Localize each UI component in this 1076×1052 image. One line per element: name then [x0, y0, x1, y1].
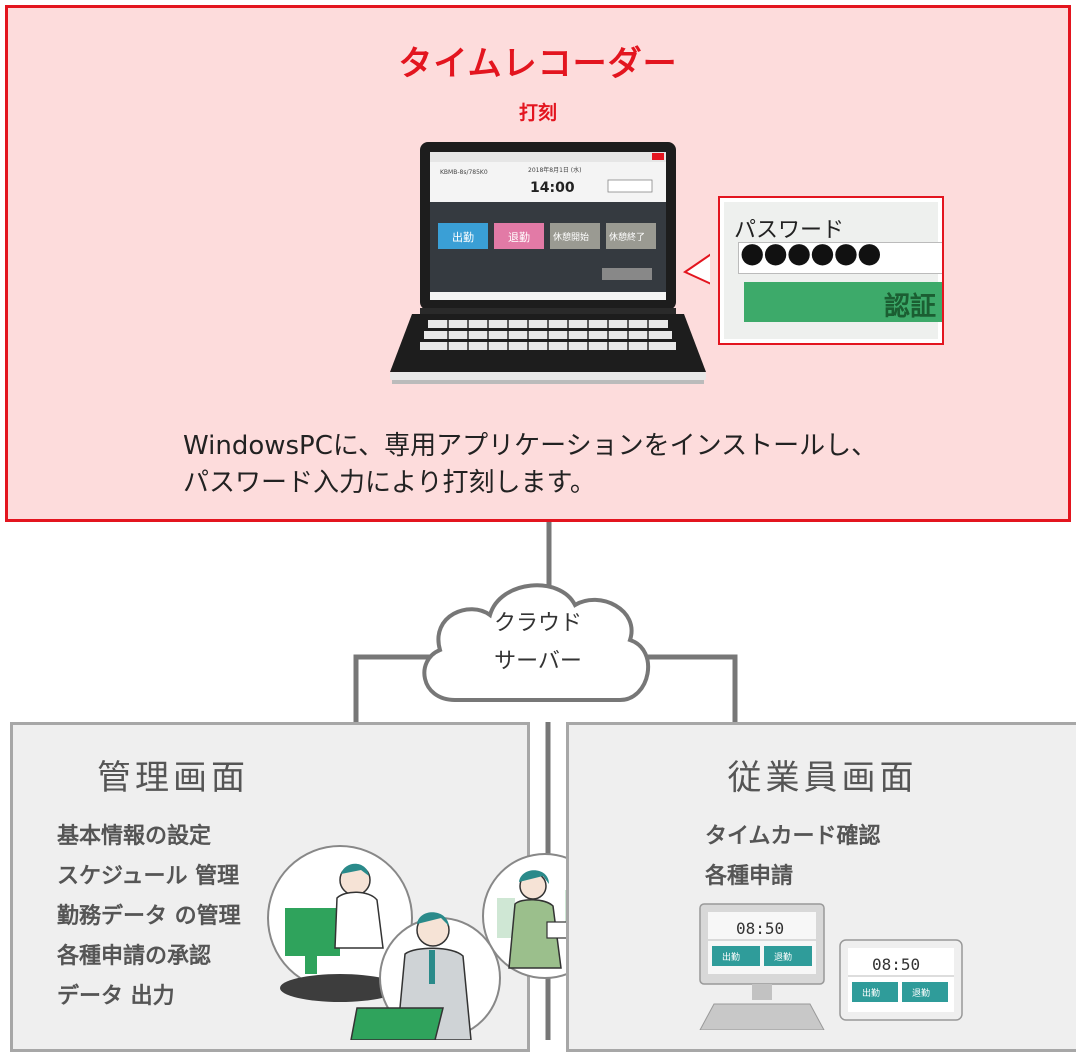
auth-button-label: 認証: [884, 292, 937, 322]
svg-text:KBMB-8s/785K0: KBMB-8s/785K0: [440, 169, 488, 176]
auth-button: 認証: [744, 282, 942, 322]
employee-screen-panel: 従業員画面 タイムカード確認 各種申請: [566, 722, 1076, 1052]
devices-illustration: 08:50 出勤 退勤 08:50 出勤 退勤: [699, 903, 963, 1030]
laptop-time: 14:00: [530, 180, 575, 196]
cloud-shape: [422, 583, 650, 702]
password-field: [738, 242, 942, 274]
description-line-2: パスワード入力により打刻します。: [183, 468, 596, 498]
admin-feature-item: 各種申請の承認: [57, 944, 212, 969]
password-zoom-callout: パスワード ●●●●●● 認証: [718, 196, 944, 345]
description-line-1: WindowsPCに、専用アプリケーションをインストールし、: [183, 431, 878, 461]
office-people-illustration: [267, 845, 608, 1040]
desktop-clock-out-label: 退勤: [774, 951, 792, 963]
employee-screen-title: 従業員画面: [727, 758, 918, 798]
tablet-clock-out-button: [902, 982, 948, 1002]
tablet-clock-time: 08:50: [872, 955, 920, 974]
employee-feature-list: タイムカード確認 各種申請: [705, 817, 881, 897]
password-mask: ●●●●●●: [740, 236, 882, 269]
admin-feature-item: データ 出力: [57, 984, 175, 1009]
admin-feature-item: 勤務データ の管理: [57, 904, 241, 929]
employee-feature-item: 各種申請: [705, 864, 794, 889]
desktop-clock-in-label: 出勤: [722, 951, 740, 963]
laptop-illustration: KBMB-8s/785K0 2018年8月1日 (水) 14:00 出勤 退勤 …: [390, 142, 710, 384]
admin-screen-title: 管理画面: [97, 758, 249, 798]
laptop-clock-in-button: [438, 223, 488, 249]
password-label: パスワード: [734, 218, 845, 243]
laptop-break-end-button: [606, 223, 656, 249]
time-recorder-description: WindowsPCに、専用アプリケーションをインストールし、 パスワード入力によ…: [183, 428, 877, 502]
time-recorder-title: タイムレコーダー: [398, 44, 678, 84]
admin-feature-item: スケジュール 管理: [57, 864, 240, 889]
cloud-label-line-2: サーバー: [494, 649, 582, 674]
desktop-clock-in-button: [712, 946, 760, 966]
cloud-server-label: クラウド サーバー: [458, 605, 618, 681]
tablet-clock-in-label: 出勤: [862, 987, 880, 999]
desktop-clock-time: 08:50: [736, 919, 784, 938]
laptop-clock-out-button: [494, 223, 544, 249]
employee-feature-item: タイムカード確認: [705, 824, 881, 849]
password-zoom-image: パスワード ●●●●●● 認証: [724, 202, 942, 339]
svg-text:2018年8月1日 (水): 2018年8月1日 (水): [528, 166, 582, 174]
desktop-clock-out-button: [764, 946, 812, 966]
tablet-clock-in-button: [852, 982, 898, 1002]
laptop-break-end-label: 休憩終了: [609, 231, 645, 243]
time-recorder-subtitle: 打刻: [518, 102, 557, 124]
admin-feature-list: 基本情報の設定 スケジュール 管理 勤務データ の管理 各種申請の承認 データ …: [57, 817, 241, 1017]
cloud-label-line-1: クラウド: [493, 611, 582, 636]
laptop-clock-in-label: 出勤: [452, 230, 474, 244]
tablet-clock-out-label: 退勤: [912, 987, 930, 999]
laptop-break-start-label: 休憩開始: [553, 231, 589, 243]
laptop-clock-out-label: 退勤: [508, 231, 530, 244]
admin-feature-item: 基本情報の設定: [57, 824, 212, 849]
laptop-break-start-button: [550, 223, 600, 249]
